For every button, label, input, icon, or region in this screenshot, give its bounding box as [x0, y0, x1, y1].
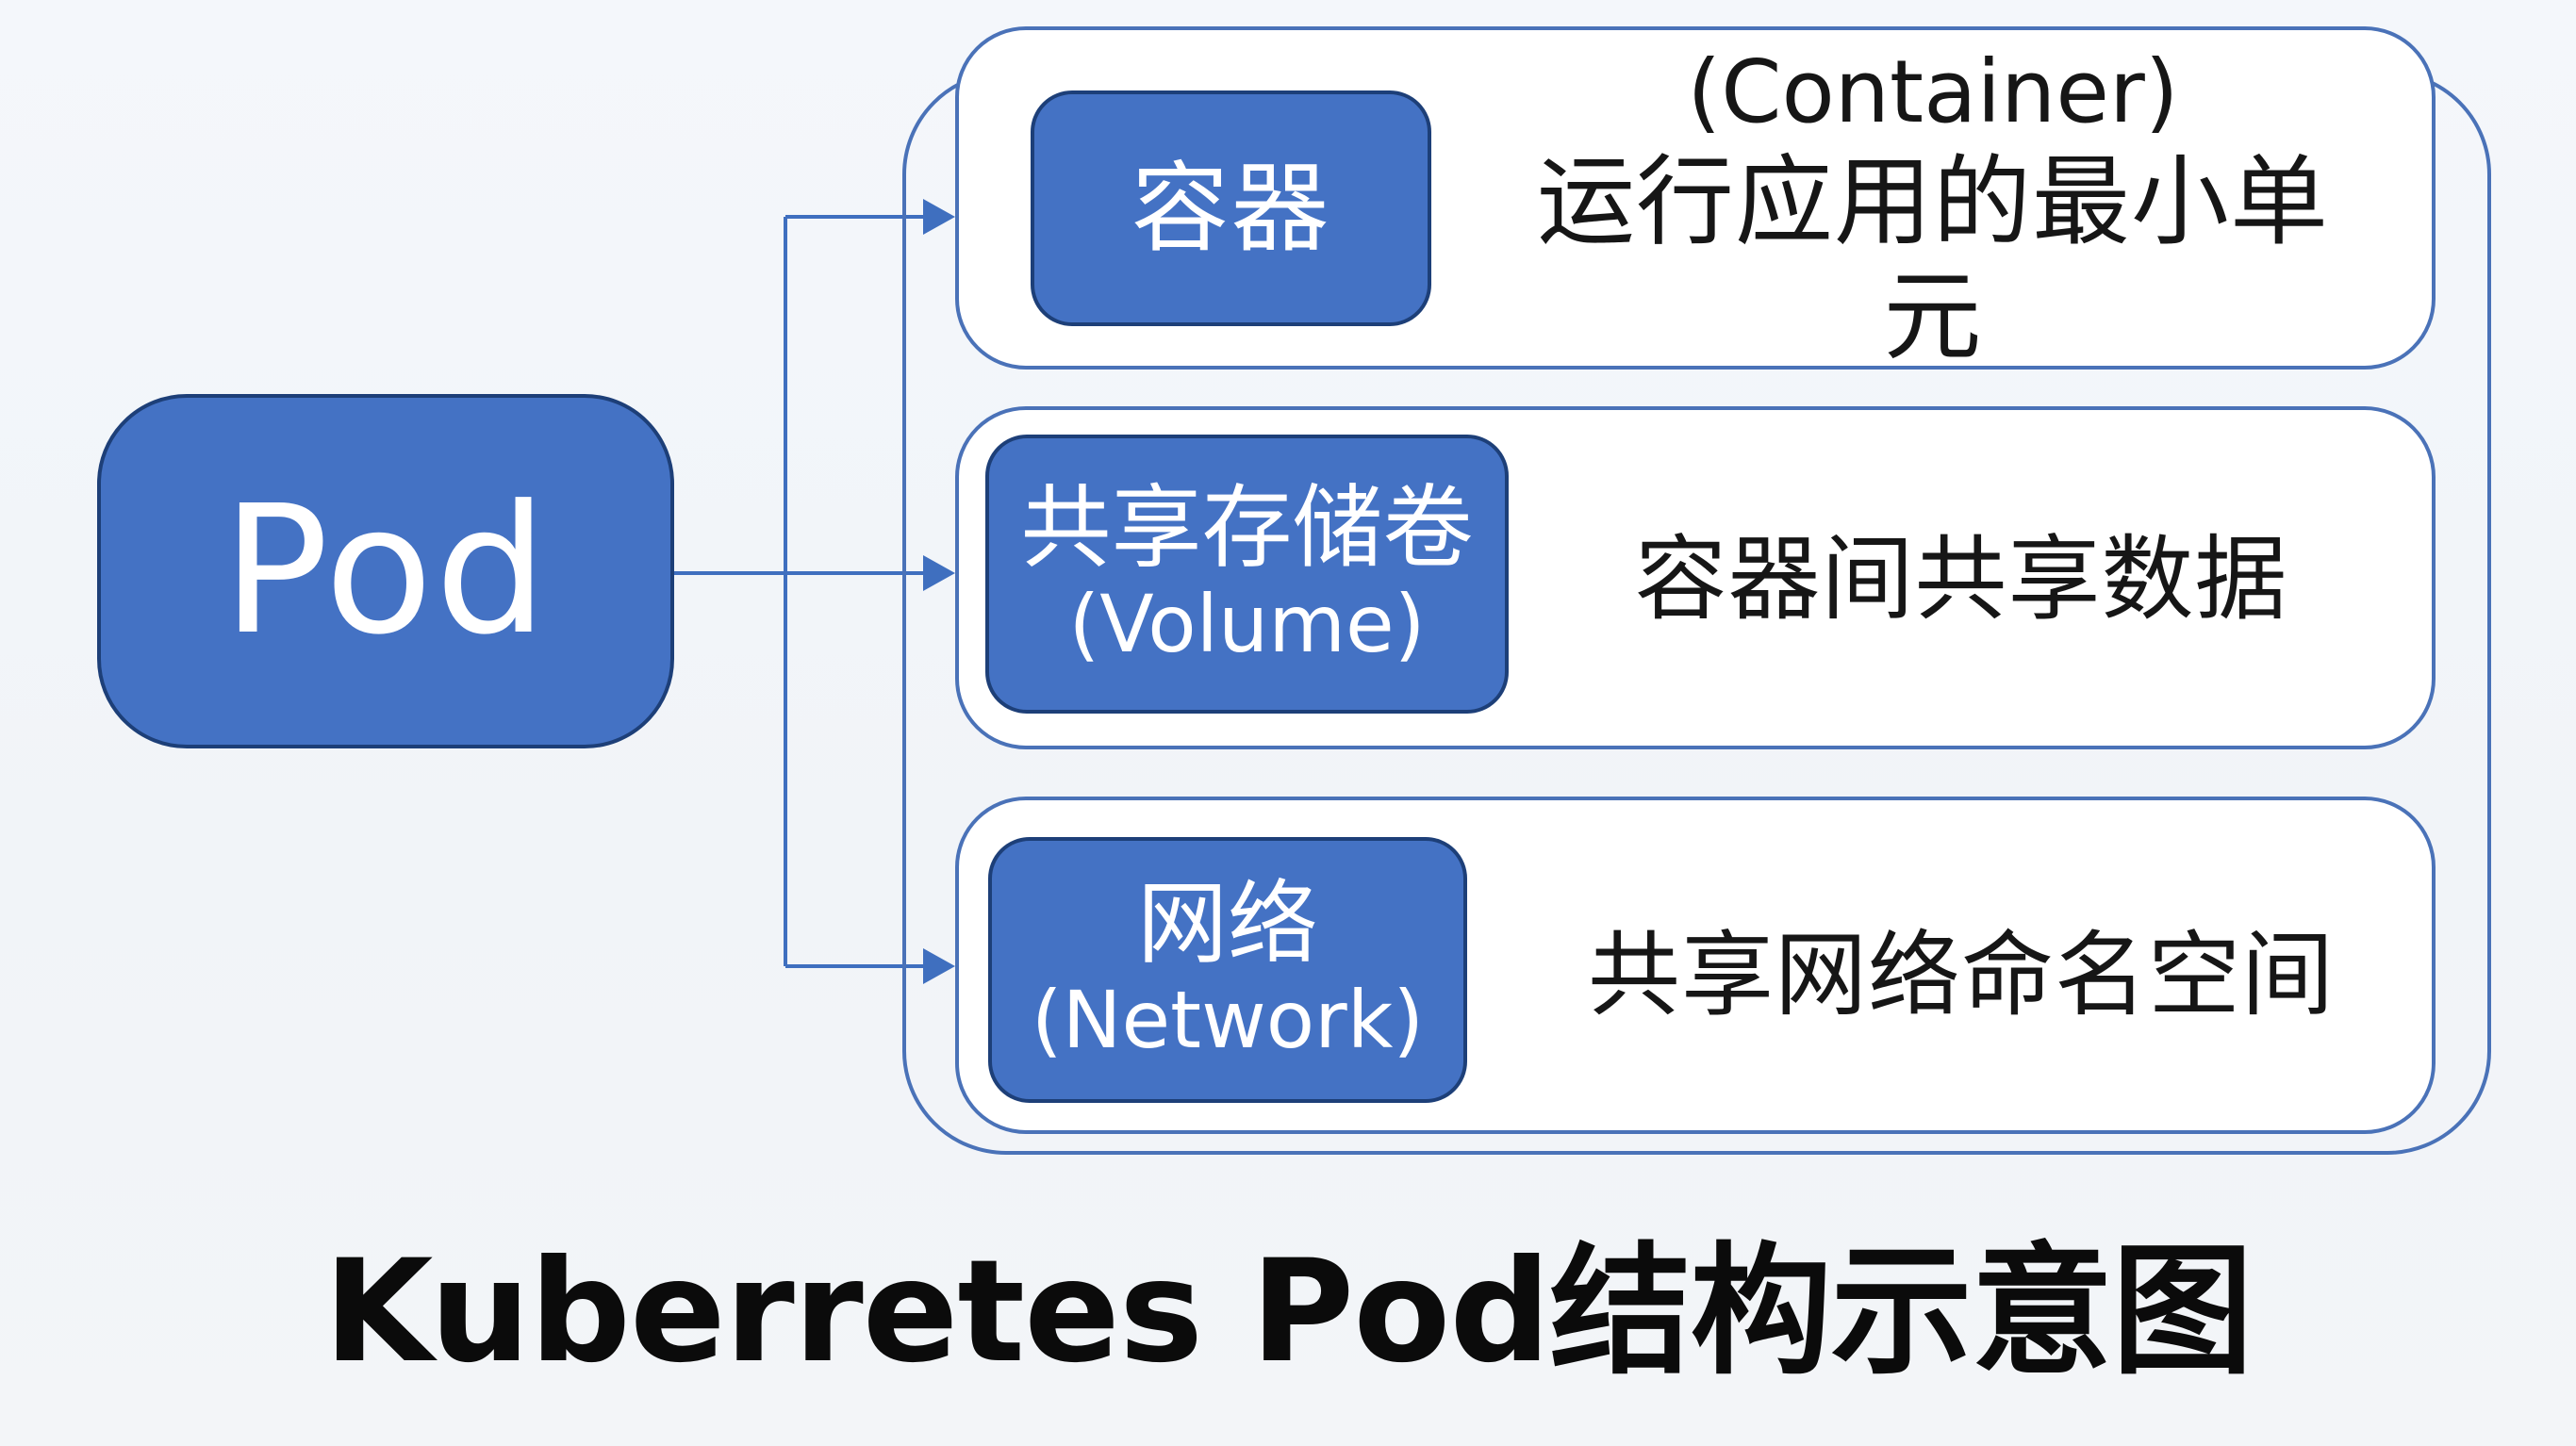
diagram-title: Kuberretes Pod结构示意图	[323, 1230, 2253, 1394]
arrowhead-container	[923, 199, 955, 235]
network-box: 网络 (Network)	[988, 837, 1467, 1103]
container-description: (Container) 运行应用的最小单元	[1499, 41, 2367, 374]
volume-description: 容器间共享数据	[1634, 525, 2288, 633]
volume-box-label-zh: 共享存储卷	[1020, 474, 1474, 581]
pod-label: Pod	[222, 468, 550, 674]
volume-box-label-en: (Volume)	[1068, 578, 1426, 671]
arrowhead-volume	[923, 555, 955, 591]
volume-box: 共享存储卷 (Volume)	[985, 435, 1509, 714]
network-box-label-zh: 网络	[1137, 870, 1318, 977]
pod-box: Pod	[97, 394, 674, 748]
network-description: 共享网络命名空间	[1587, 921, 2335, 1029]
container-description-en: (Container)	[1687, 41, 2179, 143]
arrowhead-network	[923, 948, 955, 984]
network-box-label-en: (Network)	[1031, 974, 1425, 1067]
container-box-label: 容器	[1131, 150, 1331, 266]
container-box: 容器	[1031, 90, 1431, 326]
container-description-zh: 运行应用的最小单元	[1536, 143, 2329, 375]
